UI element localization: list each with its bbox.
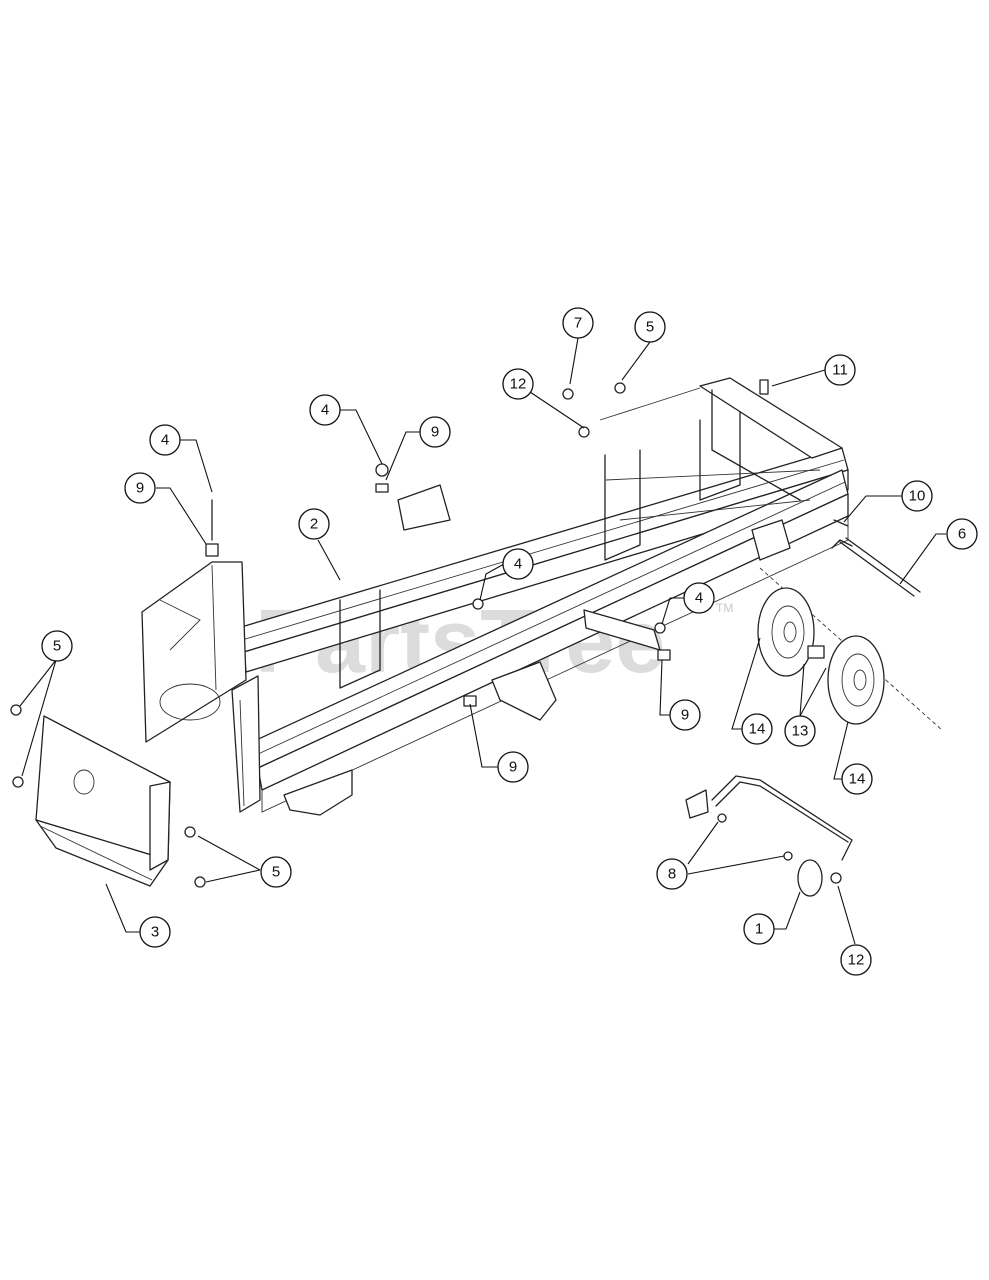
callout-5-label: 5 (646, 319, 654, 336)
callout-9: 9 (419, 416, 451, 448)
watermark-trademark: TM (716, 601, 733, 615)
callout-11-label: 11 (832, 362, 848, 379)
frame-drawing (231, 377, 943, 816)
callout-5: 5 (260, 856, 292, 888)
callout-11: 11 (824, 354, 856, 386)
callout-4: 4 (502, 548, 534, 580)
callout-9: 9 (497, 751, 529, 783)
callout-9-label: 9 (509, 759, 517, 776)
callout-8: 8 (656, 858, 688, 890)
callout-9: 9 (124, 472, 156, 504)
callout-7: 7 (562, 307, 594, 339)
callout-5-label: 5 (53, 638, 61, 655)
callout-4-label: 4 (514, 556, 522, 573)
callout-3: 3 (139, 916, 171, 948)
callout-4-label: 4 (321, 402, 329, 419)
callout-5: 5 (41, 630, 73, 662)
callout-12-label: 12 (848, 952, 865, 969)
callout-8-label: 8 (668, 866, 676, 883)
callout-9-label: 9 (136, 480, 144, 497)
rod-drawing (831, 519, 921, 597)
callout-13: 13 (784, 715, 816, 747)
callout-4: 4 (149, 424, 181, 456)
callout-1-label: 1 (755, 921, 763, 938)
callout-9-label: 9 (431, 424, 439, 441)
callout-1: 1 (743, 913, 775, 945)
callout-14: 14 (741, 713, 773, 745)
callout-4: 4 (309, 394, 341, 426)
callout-5: 5 (634, 311, 666, 343)
callout-14-label: 14 (849, 771, 866, 788)
callout-10-label: 10 (909, 488, 926, 505)
shield-drawing (35, 715, 171, 887)
callout-5-label: 5 (272, 864, 280, 881)
hardware-drawing (10, 379, 769, 888)
pulleys-drawing (757, 587, 885, 725)
callout-4-label: 4 (161, 432, 169, 449)
callout-6-label: 6 (958, 526, 966, 543)
lever-drawing (685, 775, 853, 897)
callout-2-label: 2 (310, 516, 318, 533)
callout-2: 2 (298, 508, 330, 540)
callout-9: 9 (669, 699, 701, 731)
callout-12-label: 12 (510, 376, 527, 393)
callout-12: 12 (502, 368, 534, 400)
side-bracket-drawing (141, 499, 247, 743)
callout-4-label: 4 (695, 590, 703, 607)
callout-9-label: 9 (681, 707, 689, 724)
callout-3-label: 3 (151, 924, 159, 941)
leader-lines (19, 337, 946, 945)
callout-14-label: 14 (749, 721, 766, 738)
callout-10: 10 (901, 480, 933, 512)
callout-14: 14 (841, 763, 873, 795)
callout-7-label: 7 (574, 315, 582, 332)
callout-13-label: 13 (792, 723, 809, 740)
callout-12: 12 (840, 944, 872, 976)
callout-4: 4 (683, 582, 715, 614)
callout-6: 6 (946, 518, 978, 550)
